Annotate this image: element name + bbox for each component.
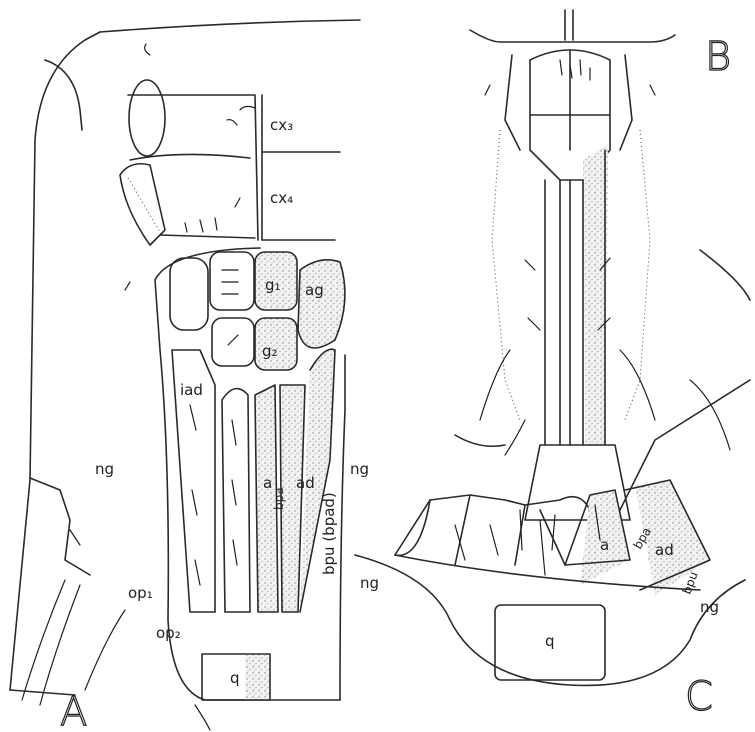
label-g1: g₁ [265,276,281,294]
label-a-a: a [263,474,272,492]
panel-label-a: A [60,689,87,732]
label-ng-a-left: ng [95,460,114,478]
label-cx4: cx₄ [270,189,293,207]
label-ag: ag [305,281,324,299]
label-ad-a: ad [296,474,315,492]
label-q-a: q [230,669,240,687]
label-ng-c-right: ng [700,598,719,616]
label-op1: op₁ [128,584,153,602]
label-op2: op₂ [156,624,181,642]
label-iad: iad [180,381,203,399]
label-bpa-a: bpa [272,487,286,510]
label-ng-a-right: ng [350,460,369,478]
panel-a-drawing [10,20,360,730]
panel-label-c: C [685,674,713,720]
label-ng-c-left: ng [360,574,379,592]
panel-label-b: B [705,34,731,80]
label-bpu-a: bpu (bpad) [320,492,338,575]
label-a-c: a [600,536,609,554]
panel-b-drawing [455,10,750,520]
label-ad-c: ad [655,541,674,559]
label-cx3: cx₃ [270,116,293,134]
label-q-c: q [545,632,555,650]
label-g2: g₂ [262,342,278,360]
